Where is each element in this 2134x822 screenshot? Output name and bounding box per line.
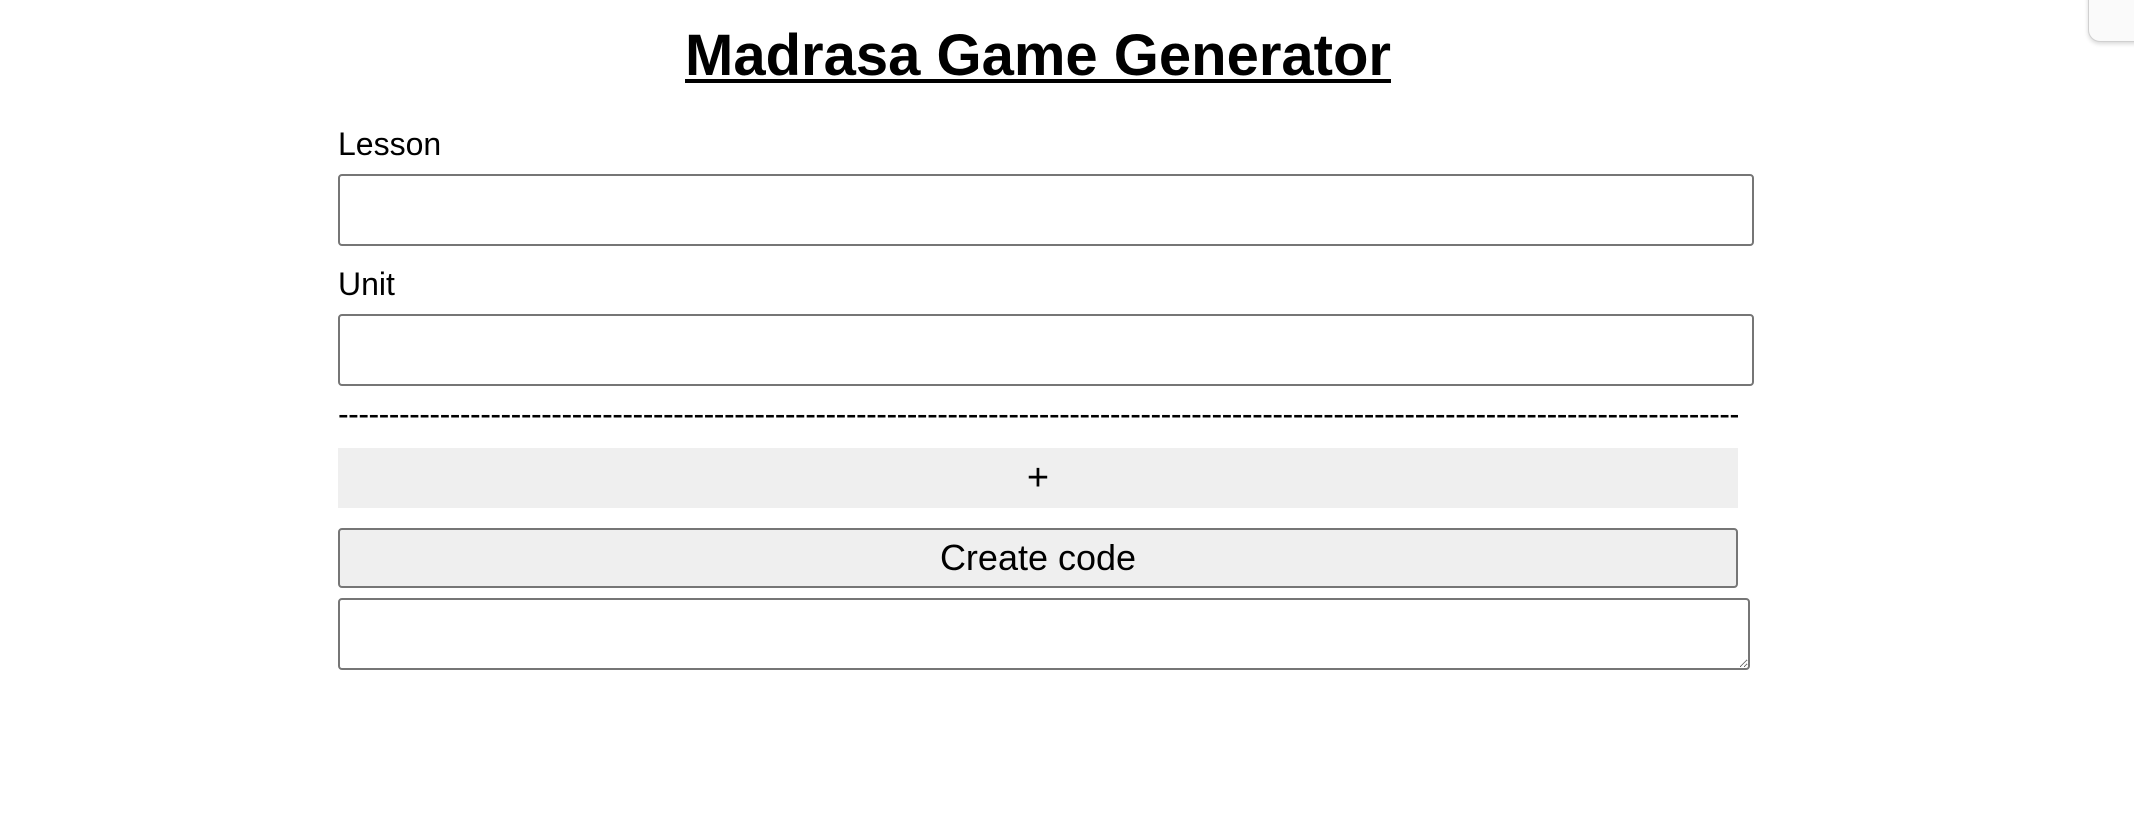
divider-line: ----------------------------------------…	[338, 396, 1738, 432]
game-form: Lesson Unit ----------------------------…	[338, 124, 1754, 670]
unit-label: Unit	[338, 266, 395, 302]
code-output-textarea[interactable]	[338, 598, 1750, 670]
browser-extension-widget[interactable]	[2088, 0, 2134, 42]
add-item-button[interactable]: +	[338, 448, 1738, 508]
page-title: Madrasa Game Generator	[0, 22, 2076, 90]
page-title-text: Madrasa Game Generator	[685, 23, 1391, 88]
lesson-input[interactable]	[338, 174, 1754, 246]
unit-input[interactable]	[338, 314, 1754, 386]
lesson-label: Lesson	[338, 126, 442, 162]
create-code-button[interactable]: Create code	[338, 528, 1738, 588]
